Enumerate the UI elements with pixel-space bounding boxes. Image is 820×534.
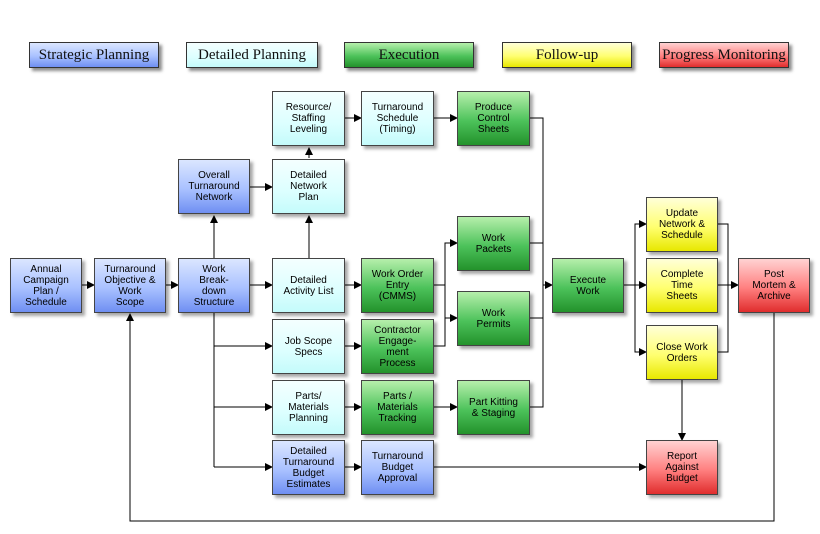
budget-approval-node: Turnaround Budget Approval — [361, 440, 434, 495]
overall-turnaround-network-node: Overall Turnaround Network — [178, 159, 250, 214]
report-against-budget-node: Report Against Budget — [646, 440, 718, 495]
work-order-entry-node: Work Order Entry (CMMS) — [361, 258, 434, 313]
annual-campaign-plan-node: Annual Campaign Plan / Schedule — [10, 258, 82, 313]
legend-execution: Execution — [344, 42, 474, 68]
detailed-network-plan-node: Detailed Network Plan — [272, 159, 345, 214]
work-breakdown-structure-node: Work Break- down Structure — [178, 258, 250, 313]
job-scope-specs-node: Job Scope Specs — [272, 319, 345, 374]
execute-work-node: Execute Work — [552, 258, 624, 313]
work-permits-node: Work Permits — [457, 291, 530, 346]
turnaround-objective-node: Turnaround Objective & Work Scope — [94, 258, 166, 313]
legend-strategic-planning: Strategic Planning — [29, 42, 159, 68]
parts-materials-tracking-node: Parts / Materials Tracking — [361, 380, 434, 435]
contractor-engagement-node: Contractor Engage- ment Process — [361, 319, 434, 374]
budget-estimates-node: Detailed Turnaround Budget Estimates — [272, 440, 345, 495]
resource-staffing-node: Resource/ Staffing Leveling — [272, 91, 345, 146]
detailed-activity-list-node: Detailed Activity List — [272, 258, 345, 313]
turnaround-schedule-node: Turnaround Schedule (Timing) — [361, 91, 434, 146]
parts-materials-planning-node: Parts/ Materials Planning — [272, 380, 345, 435]
work-packets-node: Work Packets — [457, 216, 530, 271]
complete-time-sheets-node: Complete Time Sheets — [646, 258, 718, 313]
update-network-schedule-node: Update Network & Schedule — [646, 197, 718, 252]
post-mortem-archive-node: Post Mortem & Archive — [738, 258, 810, 313]
close-work-orders-node: Close Work Orders — [646, 325, 718, 380]
legend-progress-monitoring: Progress Monitoring — [659, 42, 789, 68]
legend-follow-up: Follow-up — [502, 42, 632, 68]
produce-control-sheets-node: Produce Control Sheets — [457, 91, 530, 146]
part-kitting-staging-node: Part Kitting & Staging — [457, 380, 530, 435]
legend-detailed-planning: Detailed Planning — [186, 42, 318, 68]
